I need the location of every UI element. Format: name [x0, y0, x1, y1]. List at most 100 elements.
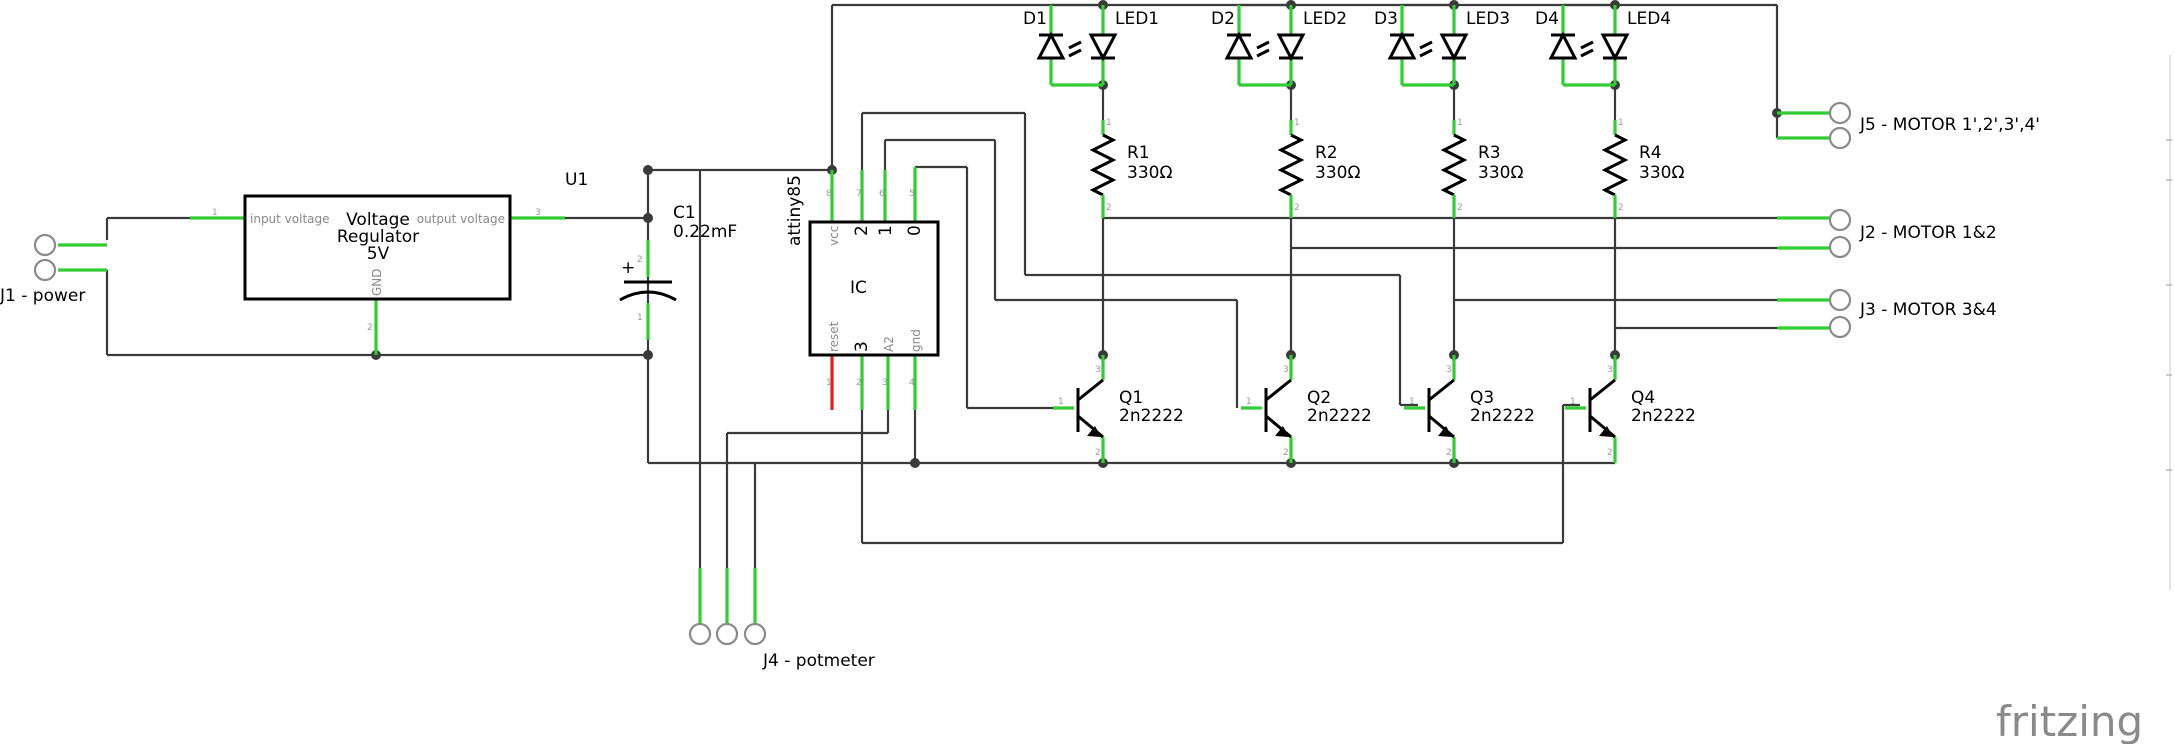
ic-pin-3: 3: [852, 341, 872, 352]
svg-text:1: 1: [212, 208, 218, 218]
svg-text:4: 4: [909, 378, 915, 388]
svg-text:2: 2: [1294, 203, 1300, 213]
svg-text:2: 2: [637, 255, 643, 265]
resistor-ref-1: R1: [1127, 143, 1150, 163]
j5-label: J5 - MOTOR 1',2',3',4': [1859, 115, 2040, 135]
led-label-4: LED4: [1627, 9, 1671, 29]
resistor-ref-3: R3: [1478, 143, 1501, 163]
diode-label-2: D2: [1211, 9, 1235, 29]
reg-title-1: Voltage: [346, 210, 410, 230]
ic-attiny85: 8 7 6 5 1 2 3 4 vcc 2 1 0 reset 3 A2 gnd…: [785, 167, 940, 410]
resistor-value-1: 330Ω: [1127, 163, 1172, 183]
j4-label: J4 - potmeter: [762, 651, 875, 671]
svg-text:2: 2: [1095, 448, 1101, 458]
svg-text:2: 2: [1457, 203, 1463, 213]
edge-marks: [2166, 55, 2172, 590]
transistor-ref-1: Q1: [1119, 388, 1143, 408]
resistor-value-3: 330Ω: [1478, 163, 1523, 183]
svg-text:3: 3: [1607, 365, 1613, 375]
svg-text:1: 1: [1570, 397, 1576, 407]
led-2: [1276, 33, 1306, 62]
cap-plus: +: [621, 258, 635, 278]
ic-label: IC: [850, 278, 867, 298]
resistor-1: [1089, 133, 1117, 197]
j1-label: J1 - power: [0, 286, 85, 306]
capacitor-c1: + 2 1 C1 0.22mF: [619, 203, 737, 340]
svg-text:1: 1: [1457, 118, 1463, 128]
ic-pin-vcc: vcc: [827, 226, 841, 246]
cap-ref: C1: [673, 203, 696, 223]
reg-title-3: 5V: [367, 244, 390, 264]
transistor-ref-2: Q2: [1307, 388, 1331, 408]
reg-pin-output: output voltage: [417, 212, 505, 226]
svg-text:2: 2: [1106, 203, 1112, 213]
resistor-2: [1277, 133, 1305, 197]
transistor-part-1: 2n2222: [1119, 406, 1184, 426]
ic-part: attiny85: [785, 175, 805, 246]
fritzing-logo: fritzing: [1996, 697, 2143, 744]
svg-text:2: 2: [367, 323, 373, 333]
j3-label: J3 - MOTOR 3&4: [1859, 300, 1997, 320]
reg-title-2: Regulator: [337, 227, 419, 247]
voltage-regulator: 1 3 2 input voltage output voltage GND V…: [190, 170, 588, 355]
connector-j2: J2 - MOTOR 1&2: [1777, 208, 1997, 259]
led-4: [1600, 33, 1630, 62]
transistor-part-4: 2n2222: [1631, 406, 1696, 426]
transistor-ref-3: Q3: [1470, 388, 1494, 408]
resistor-3: [1440, 133, 1468, 197]
ic-pin-2: 2: [852, 225, 872, 236]
transistor-part-2: 2n2222: [1307, 406, 1372, 426]
svg-text:1: 1: [1106, 118, 1112, 128]
svg-text:1: 1: [1246, 397, 1252, 407]
ic-pin-reset: reset: [827, 321, 841, 352]
ic-pin-a2: A2: [882, 336, 896, 352]
led-label-2: LED2: [1303, 9, 1347, 29]
connector-j4: J4 - potmeter: [688, 568, 875, 671]
svg-text:2: 2: [1618, 203, 1624, 213]
reg-pin-input: input voltage: [250, 212, 330, 226]
svg-text:3: 3: [882, 378, 888, 388]
transistor-part-3: 2n2222: [1470, 406, 1535, 426]
connector-j5: J5 - MOTOR 1',2',3',4': [1777, 101, 2040, 150]
diode-2: [1224, 31, 1254, 60]
diode-label-4: D4: [1535, 9, 1559, 29]
led-label-1: LED1: [1115, 9, 1159, 29]
svg-text:3: 3: [535, 208, 541, 218]
svg-text:2: 2: [1607, 448, 1613, 458]
svg-text:3: 3: [1095, 365, 1101, 375]
ic-pin-gnd: gnd: [909, 329, 923, 352]
led-3: [1439, 33, 1469, 62]
j2-label: J2 - MOTOR 1&2: [1859, 223, 1997, 243]
svg-text:1: 1: [1409, 397, 1415, 407]
svg-text:3: 3: [1283, 365, 1289, 375]
svg-text:1: 1: [826, 378, 832, 388]
resistor-ref-2: R2: [1315, 143, 1338, 163]
reg-ref: U1: [565, 170, 588, 190]
svg-text:6: 6: [879, 189, 885, 199]
diode-4: [1548, 31, 1578, 60]
svg-text:1: 1: [1618, 118, 1624, 128]
svg-text:2: 2: [856, 378, 862, 388]
diode-1: [1036, 31, 1066, 60]
diode-3: [1387, 31, 1417, 60]
connector-j3: J3 - MOTOR 3&4: [1777, 288, 1997, 339]
svg-text:1: 1: [637, 313, 643, 323]
ic-pin-0: 0: [905, 225, 925, 236]
resistor-4: [1601, 133, 1629, 197]
diode-label-1: D1: [1023, 9, 1047, 29]
connector-j1: J1 - power: [0, 233, 107, 306]
resistor-value-2: 330Ω: [1315, 163, 1360, 183]
svg-text:2: 2: [1446, 448, 1452, 458]
svg-text:3: 3: [1446, 365, 1452, 375]
svg-text:8: 8: [826, 189, 832, 199]
cap-value: 0.22mF: [673, 222, 737, 242]
svg-text:1: 1: [1058, 397, 1064, 407]
transistor-ref-4: Q4: [1631, 388, 1655, 408]
svg-text:1: 1: [1294, 118, 1300, 128]
